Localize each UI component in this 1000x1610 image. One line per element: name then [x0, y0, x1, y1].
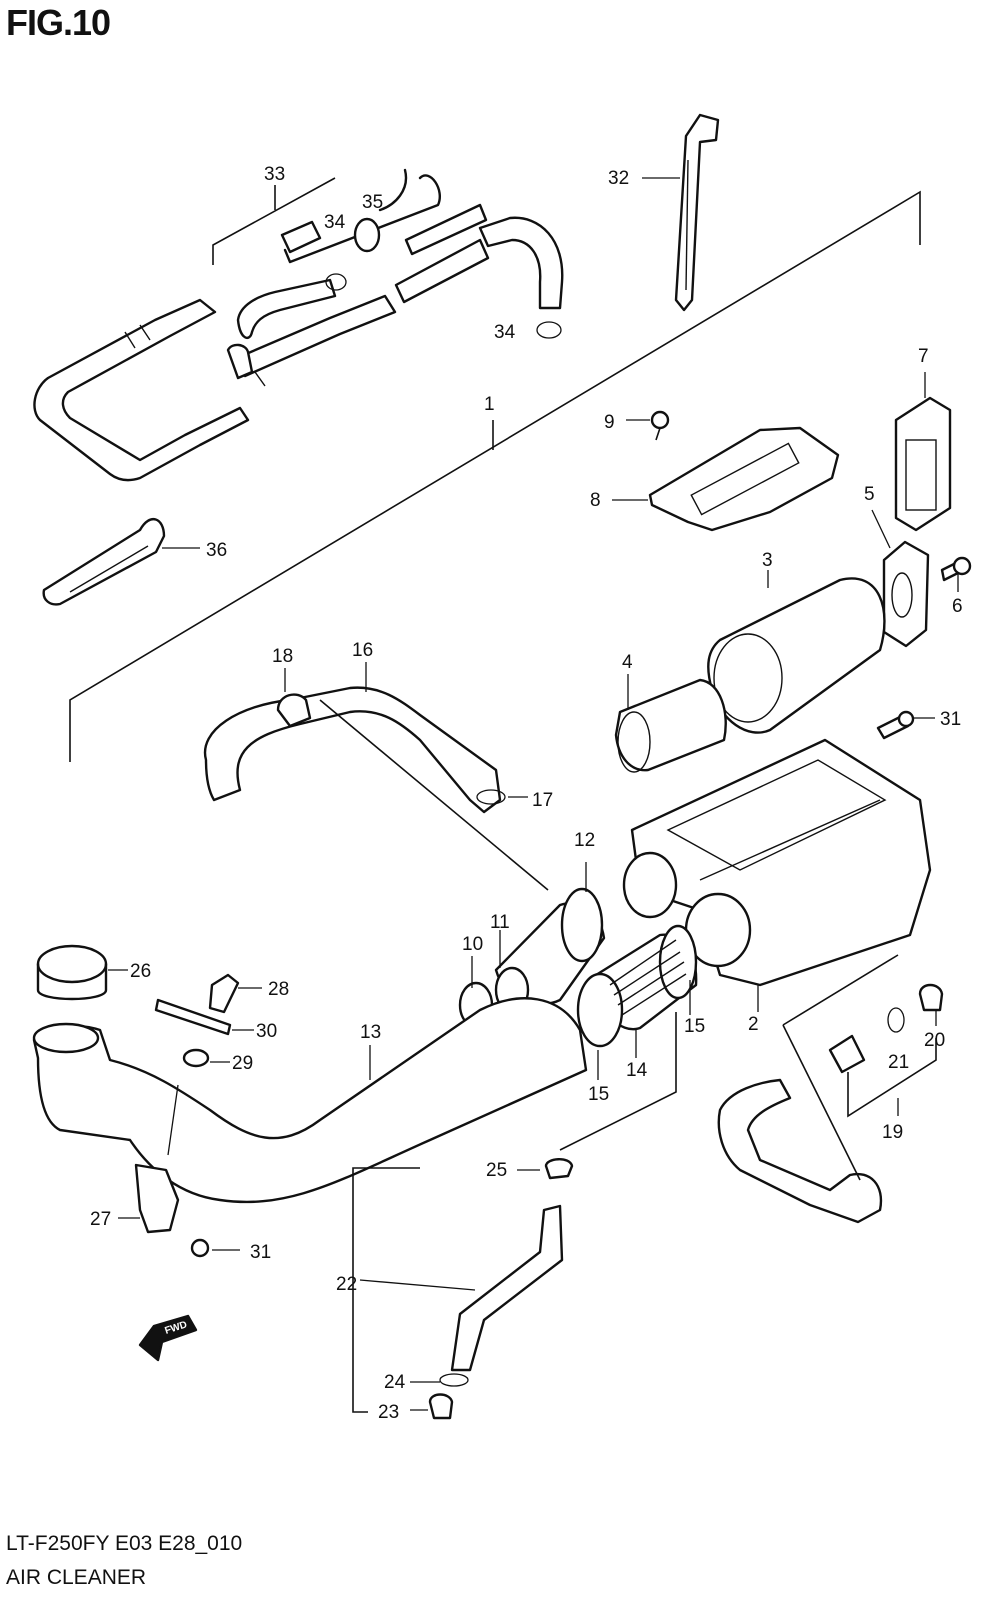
- air-cleaner-cap-parts-5-6-7: [871, 372, 972, 648]
- callout-10: 10: [462, 934, 483, 955]
- figure-title: FIG.10: [6, 2, 111, 43]
- callout-1: 1: [484, 394, 495, 415]
- callout-36: 36: [206, 540, 227, 561]
- callout-35: 35: [362, 192, 383, 213]
- part-group-frame-1: [69, 190, 921, 762]
- callout-6: 6: [952, 596, 963, 617]
- bolt-31-upper: [876, 710, 935, 740]
- callout-20: 20: [924, 1030, 945, 1051]
- callout-34-lower: 34: [494, 322, 516, 343]
- callout-labels: 1 2 3 4 5 6 7 8 9 10 11 12 13 14 15 15 1…: [90, 164, 963, 1423]
- hose-16-clamps-17-18: [203, 662, 549, 891]
- cable-tie-32: [642, 113, 720, 312]
- breather-hose-assembly-33: [33, 168, 564, 482]
- callout-3: 3: [762, 550, 773, 571]
- callout-33: 33: [264, 164, 285, 185]
- outlet-cover-parts-8-9: [612, 410, 840, 532]
- bracket-36: [42, 518, 200, 606]
- diagram-subtitle: AIR CLEANER: [6, 1566, 147, 1589]
- callout-26: 26: [130, 961, 151, 982]
- callout-31-upper: 31: [940, 709, 961, 730]
- callout-24: 24: [384, 1372, 406, 1393]
- drain-hose-assembly-19-21: [717, 954, 944, 1224]
- callout-11: 11: [490, 912, 510, 933]
- callout-19: 19: [882, 1122, 903, 1143]
- callout-2: 2: [748, 1014, 759, 1035]
- air-filter-elements-3-4: [614, 570, 886, 773]
- callout-32: 32: [608, 168, 629, 189]
- callout-28: 28: [268, 979, 289, 1000]
- callout-14: 14: [626, 1060, 648, 1081]
- callout-18: 18: [272, 646, 293, 667]
- callout-16: 16: [352, 640, 373, 661]
- callout-4: 4: [622, 652, 633, 673]
- callout-22: 22: [336, 1274, 357, 1295]
- drain-tube-assembly-22-25: [352, 1158, 574, 1420]
- callout-9: 9: [604, 412, 615, 433]
- air-cleaner-case-2: [622, 738, 932, 1012]
- callout-15-right: 15: [684, 1016, 705, 1037]
- callout-5: 5: [864, 484, 875, 505]
- callout-23: 23: [378, 1402, 399, 1423]
- callout-12: 12: [574, 830, 595, 851]
- callout-34-upper: 34: [324, 212, 346, 233]
- callout-29: 29: [232, 1053, 253, 1074]
- callout-21: 21: [888, 1052, 909, 1073]
- intake-boots-clamps-10-15: [458, 862, 698, 1151]
- model-code: LT-F250FY E03 E28_010: [6, 1532, 243, 1555]
- callout-17: 17: [532, 790, 553, 811]
- callout-15-left: 15: [588, 1084, 609, 1105]
- callout-8: 8: [590, 490, 601, 511]
- fwd-direction-arrow: FWD: [138, 1314, 198, 1362]
- callout-31-lower: 31: [250, 1242, 271, 1263]
- callout-30: 30: [256, 1021, 277, 1042]
- callout-25: 25: [486, 1160, 507, 1181]
- intake-pipe-13: [32, 944, 588, 1258]
- callout-7: 7: [918, 346, 929, 367]
- callout-13: 13: [360, 1022, 381, 1043]
- callout-27: 27: [90, 1209, 111, 1230]
